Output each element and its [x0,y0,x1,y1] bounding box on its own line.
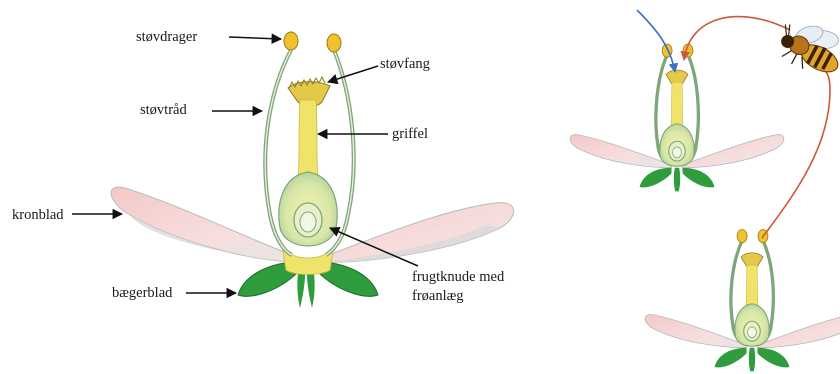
small-flower-bottom [645,230,840,372]
label-frugtknude-line2: frøanlæg [412,288,464,304]
label-stovfang: støvfang [380,56,430,72]
arrow-stovdrager [229,37,281,39]
main-labels: støvdrager støvfang støvtråd griffel kro… [12,29,505,304]
small-flower-top [570,44,784,191]
style [298,100,318,176]
receptacle [282,246,334,275]
cross-pollination-path-to-top [684,17,790,60]
left-anther [284,32,298,50]
label-baegerblad: bægerblad [112,285,173,301]
label-stovdrager: støvdrager [136,29,197,45]
bee-icon [770,8,840,84]
right-anther [327,34,341,52]
label-stovtrad: støvtråd [140,102,187,118]
self-pollination-path [637,10,675,72]
label-griffel: griffel [392,126,428,142]
cross-pollination-path-from-bottom [762,70,830,238]
label-kronblad: kronblad [12,207,64,223]
label-frugtknude-line1: frugtknude med [412,269,505,285]
main-flower [111,32,514,308]
ovule-inner [300,212,316,232]
arrow-stovfang [328,66,378,82]
